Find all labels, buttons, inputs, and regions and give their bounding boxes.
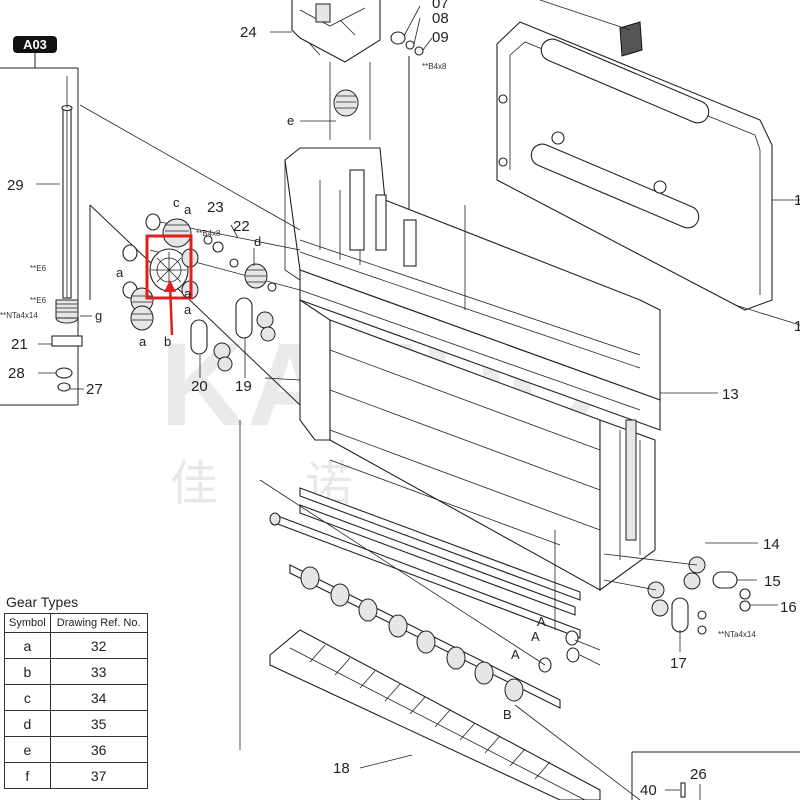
shaft-29-assembly xyxy=(36,76,92,392)
letter-a-3: a xyxy=(184,302,192,317)
callout-26: 26 xyxy=(690,766,707,783)
letter-B: B xyxy=(503,707,512,722)
callout-27: 27 xyxy=(86,381,103,398)
symbol-cell: b xyxy=(4,658,51,685)
spec-b4x8-left: **B4x8 xyxy=(196,229,221,238)
spec-nta4x14-left: **NTa4x14 xyxy=(0,311,38,320)
symbol-cell: d xyxy=(4,710,51,737)
letter-A-3: A xyxy=(511,647,520,662)
main-frame-13 xyxy=(239,147,718,750)
ref-cell: 37 xyxy=(49,762,148,789)
table-row: e 36 xyxy=(4,736,148,763)
guide-18 xyxy=(269,629,601,800)
right-gear-cluster xyxy=(603,542,778,652)
letter-g: g xyxy=(95,308,102,323)
callout-17: 17 xyxy=(670,655,687,672)
cover-panel xyxy=(496,0,800,326)
letter-c: c xyxy=(173,195,180,210)
gear-types-title: Gear Types xyxy=(6,594,79,610)
gear-types-table: Gear Types Symbol Drawing Ref. No. a 32 … xyxy=(4,594,148,789)
letter-a-4: a xyxy=(139,334,147,349)
gear-types-grid: Symbol Drawing Ref. No. a 32 b 33 c 34 d… xyxy=(4,613,148,789)
letter-a-2: a xyxy=(116,265,124,280)
ref-cell: 34 xyxy=(49,684,148,711)
letter-d: d xyxy=(254,234,261,249)
left-gear-cluster xyxy=(79,104,301,406)
callout-19: 19 xyxy=(235,378,252,395)
spec-b4x8-top: **B4x8 xyxy=(422,62,447,71)
callout-22: 22 xyxy=(233,218,250,235)
callout-09: 09 xyxy=(432,29,449,46)
callout-08: 08 xyxy=(432,10,449,27)
callout-23: 23 xyxy=(207,199,224,216)
callout-labels: 24 07 08 09 1 1 29 23 22 21 28 27 20 19 … xyxy=(7,0,800,799)
gear-table-header-row: Symbol Drawing Ref. No. xyxy=(4,613,148,633)
callout-18: 18 xyxy=(333,760,350,777)
gear-symbol-labels: e c a a a a b a d g A A A B xyxy=(95,113,546,722)
symbol-cell: a xyxy=(4,632,51,659)
callout-1-b: 1 xyxy=(794,318,800,335)
table-row: a 32 xyxy=(4,632,148,659)
callout-13: 13 xyxy=(722,386,739,403)
letter-a-5: a xyxy=(184,286,192,301)
spec-e6-b: **E6 xyxy=(30,296,47,305)
callout-29: 29 xyxy=(7,177,24,194)
callout-15: 15 xyxy=(764,573,781,590)
ref-cell: 35 xyxy=(49,710,148,737)
letter-a-1: a xyxy=(184,202,192,217)
ref-cell: 32 xyxy=(49,632,148,659)
letter-A-1: A xyxy=(537,614,546,629)
letter-A-2: A xyxy=(531,629,540,644)
letter-e: e xyxy=(287,113,294,128)
symbol-cell: c xyxy=(4,684,51,711)
callout-07: 07 xyxy=(432,0,449,12)
highlight-marker xyxy=(145,234,193,336)
callout-24: 24 xyxy=(240,24,257,41)
letter-b: b xyxy=(164,334,171,349)
spec-nta4x14-right: **NTa4x14 xyxy=(718,630,756,639)
callout-21: 21 xyxy=(11,336,28,353)
callout-28: 28 xyxy=(8,365,25,382)
table-row: c 34 xyxy=(4,684,148,711)
section-tag-label: A03 xyxy=(23,37,47,52)
spec-e6-a: **E6 xyxy=(30,264,47,273)
callout-1-a: 1 xyxy=(794,192,800,209)
symbol-cell: f xyxy=(4,762,51,789)
ref-cell: 33 xyxy=(49,658,148,685)
section-tag: A03 xyxy=(0,36,79,406)
table-row: b 33 xyxy=(4,658,148,685)
top-bracket-assembly xyxy=(270,0,433,270)
header-symbol: Symbol xyxy=(4,613,51,633)
fastener-spec-labels: **B4x8 **B4x8 **E6 **E6 **NTa4x14 **NTa4… xyxy=(0,62,756,639)
roller-assembly xyxy=(259,479,641,800)
symbol-cell: e xyxy=(4,736,51,763)
callout-20: 20 xyxy=(191,378,208,395)
callout-40: 40 xyxy=(640,782,657,799)
header-drawing-ref: Drawing Ref. No. xyxy=(49,613,148,633)
callout-16: 16 xyxy=(780,599,797,616)
table-row: f 37 xyxy=(4,762,148,789)
part-26-40 xyxy=(631,751,800,800)
callout-14: 14 xyxy=(763,536,780,553)
ref-cell: 36 xyxy=(49,736,148,763)
table-row: d 35 xyxy=(4,710,148,737)
watermark-cjk-1: 佳 xyxy=(170,456,218,512)
